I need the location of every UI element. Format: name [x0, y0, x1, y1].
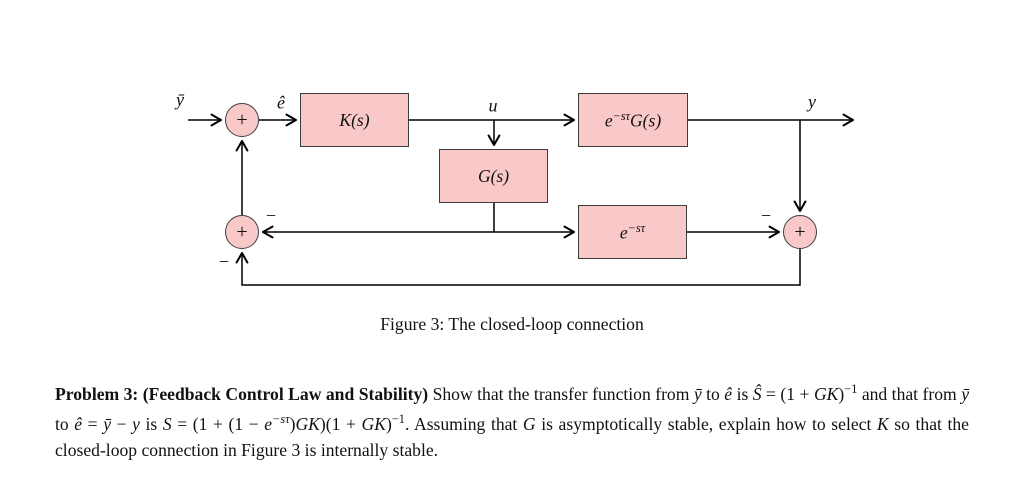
- text-segment: ê: [724, 383, 733, 404]
- signal-label-ybar: ȳ: [176, 89, 184, 110]
- plus-sign: +: [236, 109, 248, 131]
- text-segment: −sτ: [612, 108, 631, 123]
- sum-junction-bottom-right: +: [783, 215, 817, 249]
- text-segment: K(s): [339, 109, 370, 130]
- text-segment: −1: [391, 412, 405, 427]
- text-segment: so that the closed-loop connection in Fi…: [55, 414, 969, 460]
- text-segment: Show that the transfer function from: [428, 383, 694, 404]
- plus-sign: +: [794, 221, 806, 243]
- figure-caption: Figure 3: The closed-loop connection: [380, 314, 644, 334]
- text-segment: e: [264, 414, 273, 435]
- text-segment: to: [55, 414, 75, 435]
- text-segment: and that from: [857, 383, 962, 404]
- minus-sign-sum2-bottom-input: −: [218, 251, 230, 272]
- sum-junction-top-left: +: [225, 103, 259, 137]
- block-delay: e−sτ: [578, 205, 687, 259]
- text-segment: e: [619, 222, 628, 243]
- text-segment: =: [82, 414, 104, 435]
- sum-junction-bottom-left: +: [225, 215, 259, 249]
- text-segment: S: [162, 414, 172, 435]
- minus-sign-sum3-left-input: −: [760, 205, 772, 226]
- text-segment: ê: [74, 414, 83, 435]
- text-segment: = (1 +: [761, 383, 814, 404]
- text-segment: is: [732, 383, 753, 404]
- text-segment: y: [132, 414, 140, 435]
- text-segment: Ŝ: [752, 383, 762, 404]
- text-segment: K: [876, 414, 889, 435]
- text-segment: is asymptotically stable, explain how to…: [535, 414, 877, 435]
- text-segment: ȳ: [693, 383, 702, 404]
- block-controller-K: K(s): [300, 93, 409, 147]
- text-segment: −: [111, 414, 133, 435]
- text-segment: ): [289, 414, 296, 435]
- text-segment: Problem 3: (Feedback Control Law and Sta…: [55, 383, 429, 404]
- text-segment: G(s): [477, 165, 510, 186]
- text-segment: −sτ: [627, 220, 646, 235]
- text-segment: = (1 + (1 −: [171, 414, 265, 435]
- signal-label-y: y: [808, 91, 816, 112]
- block-plant-G: G(s): [439, 149, 548, 203]
- wire-feedback-bottom: [235, 249, 801, 286]
- text-segment: is: [139, 414, 163, 435]
- text-segment: GK: [295, 414, 320, 435]
- minus-sign-sum2-right-input: −: [265, 205, 277, 226]
- text-segment: G(s): [630, 110, 662, 131]
- text-segment: to: [701, 383, 725, 404]
- text-segment: −1: [844, 382, 858, 396]
- signal-label-u: u: [488, 95, 498, 116]
- text-segment: e: [604, 110, 613, 131]
- text-segment: −sτ: [272, 412, 290, 427]
- text-segment: ȳ: [103, 414, 112, 435]
- diagram-wires: [188, 113, 855, 286]
- block-label: K(s): [339, 110, 369, 131]
- text-segment: )(1 +: [319, 414, 362, 435]
- signal-label-ehat: ê: [277, 92, 285, 113]
- block-delayed-plant: e−sτG(s): [578, 93, 688, 147]
- problem-statement: Problem 3: (Feedback Control Law and Sta…: [55, 377, 969, 463]
- text-segment: . Assuming that: [404, 414, 523, 435]
- block-label: e−sτG(s): [605, 109, 661, 132]
- text-segment: ): [838, 383, 845, 404]
- text-segment: G: [522, 414, 536, 435]
- block-label: e−sτ: [620, 221, 645, 244]
- text-segment: ȳ: [961, 383, 970, 404]
- plus-sign: +: [236, 221, 248, 243]
- block-label: G(s): [478, 166, 509, 187]
- text-segment: GK: [361, 414, 386, 435]
- text-segment: GK: [813, 383, 839, 404]
- text-segment: ): [386, 414, 392, 435]
